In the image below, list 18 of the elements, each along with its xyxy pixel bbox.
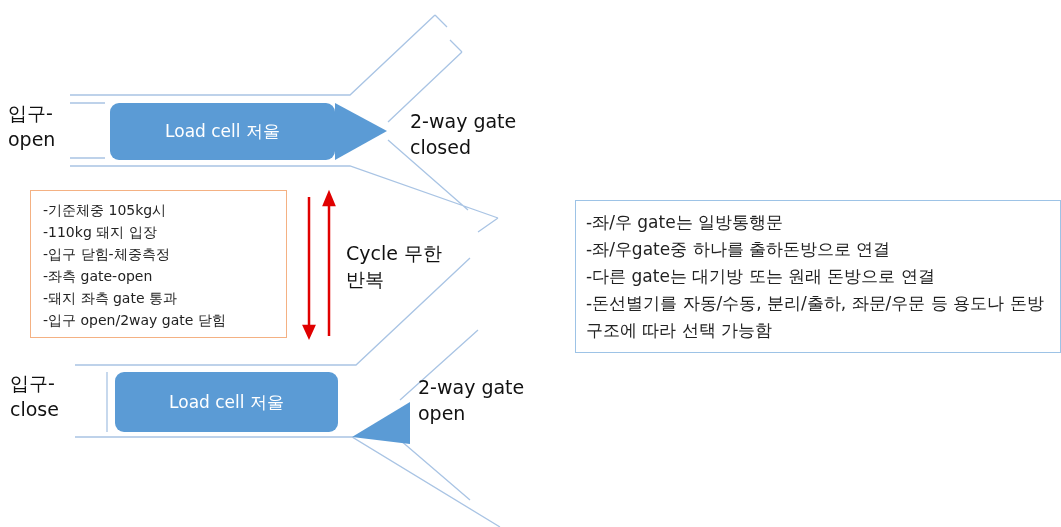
process-note-box [30,190,287,338]
entrance-label: 입구- close [10,371,60,422]
bullet-text: -돼지 좌측 gate 통과 [43,289,178,308]
bullet-text: -다른 gate는 대기방 또는 원래 돈방으로 연결 [586,265,936,288]
bullet-text: -110kg 돼지 입장 [43,223,158,242]
cycle-label: Cycle 무한반복 [346,241,443,292]
bullet-text: -좌/우gate중 하나를 출하돈방으로 연결 [586,238,892,261]
load-cell-box: Load cell 저울 [115,372,338,432]
bullet-text: -돈선별기를 자동/수동, 분리/출하, 좌문/우문 등 용도나 돈방구조에 따라 선택 가능함 [586,292,1045,342]
entrance-label: 입구- open [8,101,57,152]
bullet-text: -좌/우 gate는 일방통행문 [586,211,784,234]
bullet-text: -기준체중 105kg시 [43,201,168,220]
gate-label: 2-way gate open [418,375,526,426]
bullet-text: -입구 닫힘-체중측정 [43,245,171,264]
bullet-text: -좌측 gate-open [43,267,154,286]
bullet-text: -입구 open/2way gate 닫힘 [43,311,227,330]
info-note-box [575,200,1061,353]
gate-label: 2-way gate closed [410,109,518,160]
